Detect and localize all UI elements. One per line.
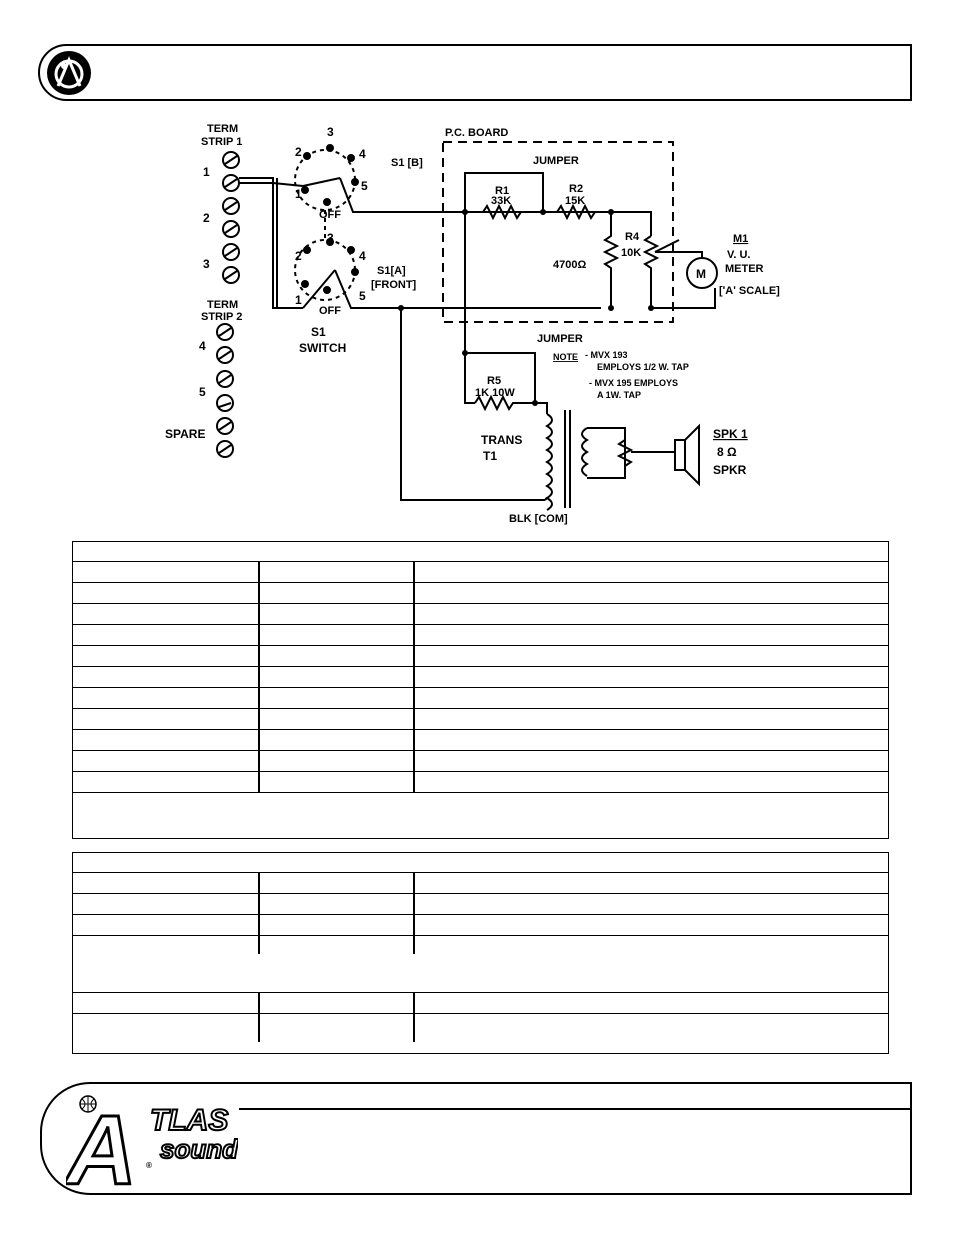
r4-value: 10K	[621, 247, 641, 259]
terminal-3-label: 3	[203, 257, 210, 271]
meter-desc-vu: V. U.	[727, 249, 750, 261]
atlas-sound-logo: A TLAS sound ®	[66, 1094, 238, 1191]
atlas-emblem-icon	[47, 51, 91, 95]
r5-ref: R5	[487, 375, 501, 387]
switch-b-label: S1 [B]	[391, 157, 423, 169]
wiring-schematic: TERM STRIP 1 1 2 3 TERM STRIP 2 4 5 SPAR…	[165, 123, 780, 525]
options-row	[73, 894, 888, 915]
terminal-1-label: 1	[203, 165, 210, 179]
footer-box: A TLAS sound ®	[40, 1082, 912, 1195]
switch-a-label-b: [FRONT]	[371, 279, 417, 291]
r4-ref: R4	[625, 231, 640, 243]
term-strip-2-label-a: TERM	[207, 299, 238, 311]
terminal-strip-2	[216, 323, 234, 458]
table-row	[73, 772, 888, 793]
pc-board-label: P.C. BOARD	[445, 127, 508, 139]
options-caption-row	[73, 853, 888, 873]
switch-b-pos-3: 3	[327, 125, 334, 139]
switch-a-label-a: S1[A]	[377, 265, 406, 277]
switch-a-off: OFF	[319, 305, 341, 317]
switch-b-pos-4: 4	[359, 147, 366, 161]
trans-ref: T1	[483, 449, 497, 463]
table-header-row	[73, 562, 888, 583]
terminal-2-label: 2	[203, 211, 210, 225]
blk-com-label: BLK [COM]	[509, 513, 568, 525]
spk-label: SPKR	[713, 463, 747, 477]
term-strip-1-label-b: STRIP 1	[201, 136, 242, 148]
options-row	[73, 1014, 888, 1042]
r1-value: 33K	[491, 195, 511, 207]
spk-impedance: 8 Ω	[717, 445, 737, 459]
table-row	[73, 604, 888, 625]
logo-registered: ®	[146, 1161, 152, 1170]
switch-b-pos-5: 5	[361, 179, 368, 193]
table-row	[73, 709, 888, 730]
switch-b-pos-1: 1	[295, 187, 302, 201]
options-header-row	[73, 873, 888, 894]
r3-value: 4700Ω	[553, 259, 586, 271]
r2-ref: R2	[569, 183, 583, 195]
spk-ref: SPK 1	[713, 427, 748, 441]
jumper2-label: JUMPER	[537, 333, 583, 345]
note-line-1: - MVX 193	[585, 350, 628, 360]
options-row	[73, 915, 888, 936]
parts-list-table	[72, 541, 889, 839]
note-title: NOTE	[553, 352, 578, 362]
switch-b-pos-2: 2	[295, 145, 302, 159]
r2-value: 15K	[565, 195, 585, 207]
table-row	[73, 730, 888, 751]
switch-name-b: SWITCH	[299, 341, 346, 355]
switch-a-pos-2: 2	[295, 249, 302, 263]
switch-name-a: S1	[311, 325, 326, 339]
table-caption-row	[73, 542, 888, 562]
meter-symbol: M	[696, 267, 706, 281]
table-row	[73, 751, 888, 772]
switch-s1-b	[294, 144, 599, 213]
switch-a-pos-4: 4	[359, 249, 366, 263]
note-line-4: A 1W. TAP	[597, 390, 641, 400]
footer-rule	[239, 1108, 910, 1110]
table-row	[73, 583, 888, 604]
meter-ref: M1	[733, 233, 748, 245]
terminal-strip-1	[222, 151, 240, 284]
note-line-2: EMPLOYS 1/2 W. TAP	[597, 362, 689, 372]
jumper-label: JUMPER	[533, 155, 579, 167]
meter-desc-scale: [ʹAʹ SCALE]	[719, 285, 780, 297]
logo-brand-top: TLAS	[150, 1104, 228, 1137]
table-row	[73, 646, 888, 667]
switch-a-pos-3: 3	[327, 231, 334, 245]
logo-brand-bottom: sound	[160, 1134, 238, 1164]
switch-s1-a	[294, 238, 601, 309]
switch-a-pos-5: 5	[359, 289, 366, 303]
header-bar	[38, 44, 912, 101]
term-strip-1-label-a: TERM	[207, 123, 238, 135]
term-strip-2-label-b: STRIP 2	[201, 311, 242, 323]
switch-a-pos-1: 1	[295, 293, 302, 307]
options-table	[72, 852, 889, 1054]
meter-desc-meter: METER	[725, 263, 764, 275]
table-row	[73, 667, 888, 688]
note-line-3: - MVX 195 EMPLOYS	[589, 378, 678, 388]
trans-label: TRANS	[481, 433, 522, 447]
spare-label: SPARE	[165, 427, 205, 441]
r1-ref: R1	[495, 185, 509, 197]
logo-initial: A	[66, 1095, 137, 1190]
r5-value: 1K 10W	[475, 387, 515, 399]
options-note	[73, 936, 888, 993]
table-footer	[73, 793, 888, 837]
switch-b-off: OFF	[319, 209, 341, 221]
terminal-5-label: 5	[199, 385, 206, 399]
table-row	[73, 688, 888, 709]
options-row	[73, 993, 888, 1014]
table-row	[73, 625, 888, 646]
terminal-4-label: 4	[199, 339, 206, 353]
